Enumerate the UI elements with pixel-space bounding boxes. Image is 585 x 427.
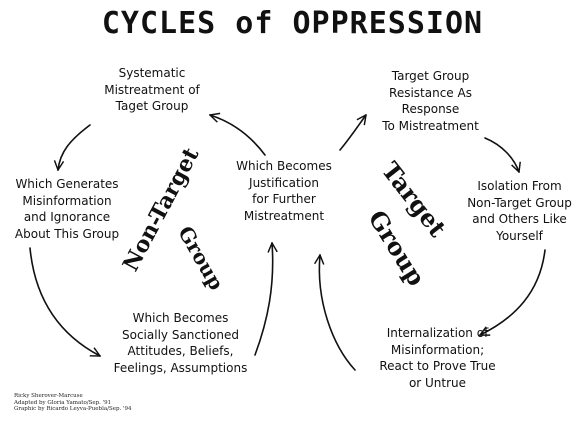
node-target-resistance: Target Group Resistance As Response To M… [382, 69, 479, 133]
arrow-sanctioned-to-justification [254, 243, 273, 356]
node-internalization: Internalization of Misinformation; React… [379, 326, 496, 390]
arrow-systematic-to-generates [58, 124, 91, 170]
arrow-justification-to-systematic [210, 115, 266, 156]
arrow-resistance-to-isolation [484, 137, 519, 172]
arrow-justification-to-resistance [339, 115, 366, 151]
node-generates-misinformation: Which Generates Misinformation and Ignor… [14, 177, 120, 241]
node-socially-sanctioned: Which Becomes Socially Sanctioned Attitu… [113, 311, 248, 375]
node-isolation: Isolation From Non-Target Group and Othe… [467, 179, 572, 243]
diagram-title: CYCLES of OPPRESSION [101, 6, 484, 41]
node-systematic-mistreatment: Systematic Mistreatment of Taget Group [104, 66, 200, 113]
arrow-internalization-to-justification [319, 255, 356, 371]
arrow-isolation-to-internalization [480, 249, 546, 335]
arrow-generates-to-sanctioned [29, 247, 100, 357]
credits: Ricky Sherover-Marcuse Adapted by Gloria… [14, 393, 132, 413]
node-justification: Which Becomes Justification for Further … [236, 159, 332, 223]
